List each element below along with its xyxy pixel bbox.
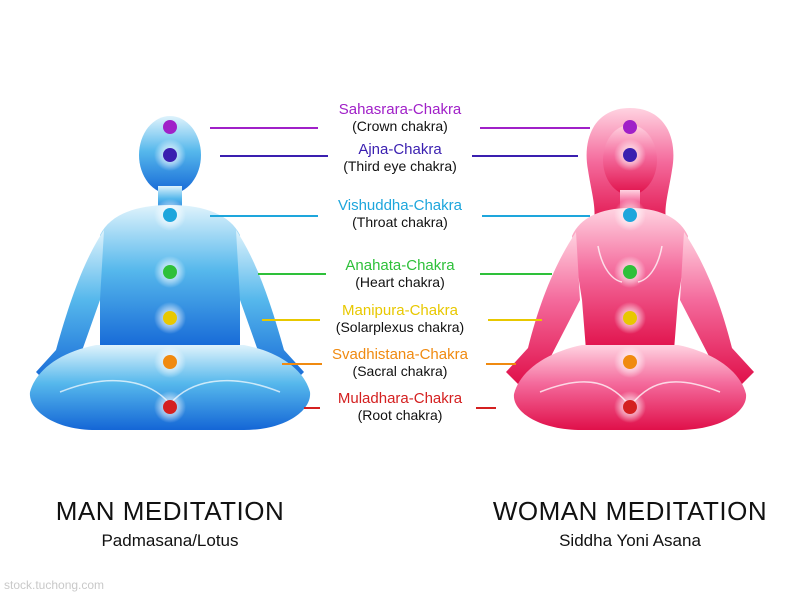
chakra-description: (Throat chakra) <box>352 214 448 230</box>
chakra-label-2: Ajna-Chakra(Third eye chakra) <box>250 141 550 175</box>
woman-chakra-dot-7 <box>623 400 637 414</box>
chakra-description: (Sacral chakra) <box>352 363 448 379</box>
chakra-name: Vishuddha-Chakra <box>338 197 462 214</box>
woman-title: WOMAN MEDITATION <box>492 496 768 526</box>
chakra-name: Sahasrara-Chakra <box>338 101 462 118</box>
watermark-text: stock.tuchong.com <box>4 578 105 592</box>
man-chakra-dot-6 <box>163 355 177 369</box>
woman-chakra-dot-2 <box>623 148 637 162</box>
man-chakra-dot-1 <box>163 120 177 134</box>
chakra-name: Ajna-Chakra <box>358 141 442 158</box>
woman-chakra-dot-1 <box>623 120 637 134</box>
chakra-label-5: Manipura-Chakra(Solarplexus chakra) <box>250 302 550 336</box>
chakra-name: Anahata-Chakra <box>345 257 455 274</box>
man-chakra-dot-3 <box>163 208 177 222</box>
chakra-label-6: Svadhistana-Chakra(Sacral chakra) <box>250 346 550 380</box>
man-chakra-dot-5 <box>163 311 177 325</box>
woman-subtitle: Siddha Yoni Asana <box>559 531 701 550</box>
woman-chakra-dot-4 <box>623 265 637 279</box>
chakra-dots <box>163 120 637 414</box>
woman-caption: WOMAN MEDITATION Siddha Yoni Asana <box>460 496 800 552</box>
man-chakra-dot-2 <box>163 148 177 162</box>
chakra-description: (Heart chakra) <box>355 274 445 290</box>
chakra-label-3: Vishuddha-Chakra(Throat chakra) <box>250 197 550 231</box>
chakra-name: Svadhistana-Chakra <box>332 346 468 363</box>
chakra-description: (Third eye chakra) <box>343 158 457 174</box>
man-title: MAN MEDITATION <box>55 496 285 526</box>
chakra-description: (Crown chakra) <box>352 118 448 134</box>
woman-chakra-dot-6 <box>623 355 637 369</box>
chakra-label-7: Muladhara-Chakra(Root chakra) <box>250 390 550 424</box>
chakra-description: (Solarplexus chakra) <box>335 319 465 335</box>
woman-chakra-dot-3 <box>623 208 637 222</box>
chakra-name: Manipura-Chakra <box>342 302 458 319</box>
connector-lines <box>210 127 590 409</box>
man-meditation-figure <box>29 116 311 430</box>
man-chakra-dot-4 <box>163 265 177 279</box>
chakra-description: (Root chakra) <box>357 407 443 423</box>
man-chakra-dot-7 <box>163 400 177 414</box>
chakra-name: Muladhara-Chakra <box>337 390 463 407</box>
woman-chakra-dot-5 <box>623 311 637 325</box>
chakra-label-4: Anahata-Chakra(Heart chakra) <box>250 257 550 291</box>
chakra-label-1: Sahasrara-Chakra(Crown chakra) <box>250 101 550 135</box>
man-subtitle: Padmasana/Lotus <box>101 531 239 550</box>
man-caption: MAN MEDITATION Padmasana/Lotus <box>0 496 340 552</box>
